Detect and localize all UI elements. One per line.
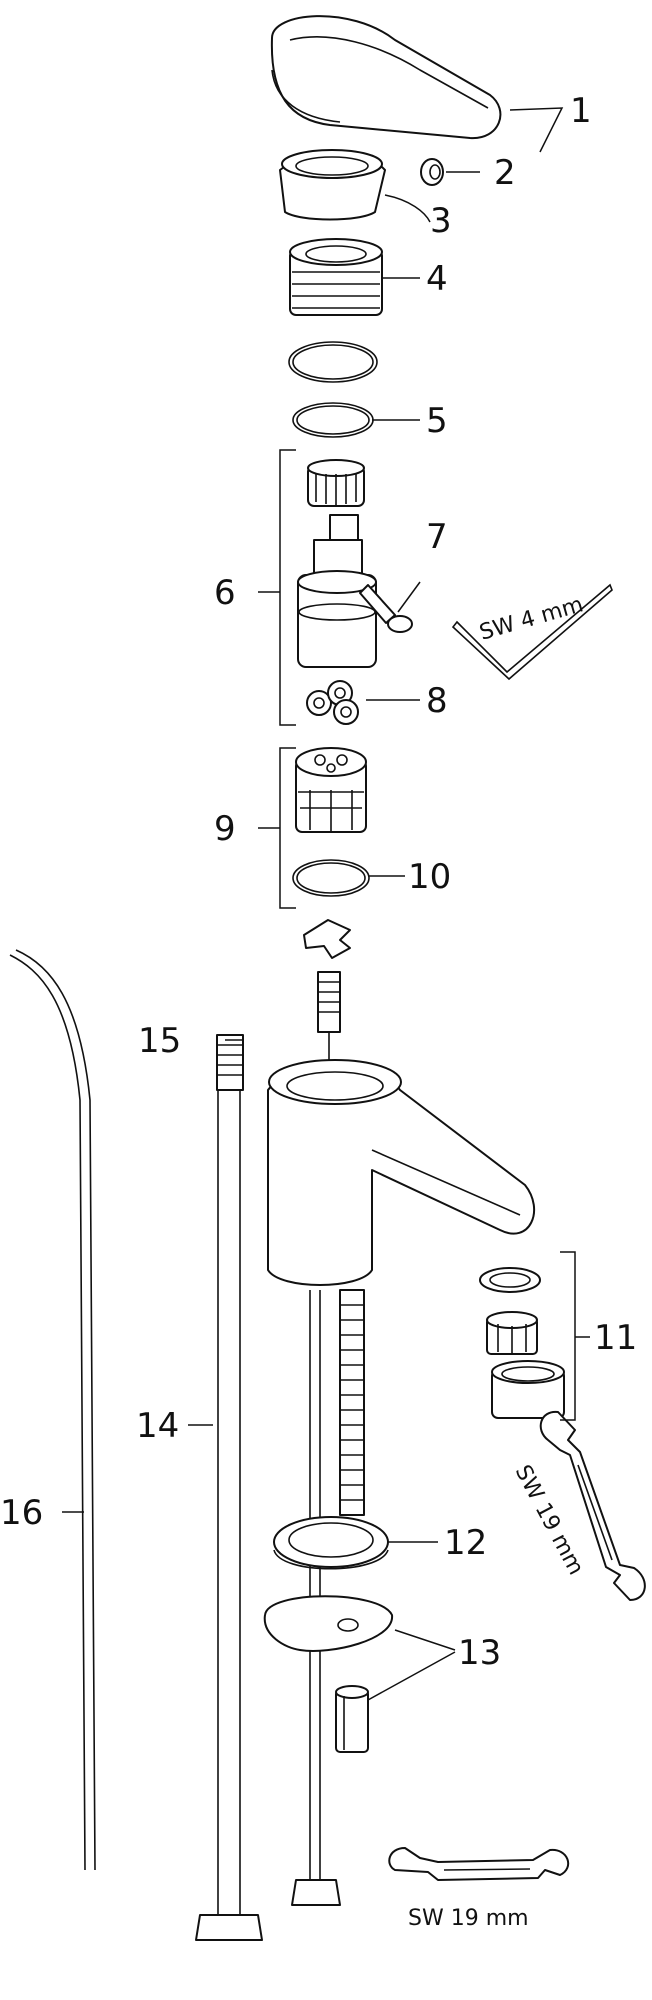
bottom-wrench-tool xyxy=(388,1847,570,1881)
callout-9: 9 xyxy=(214,809,236,849)
callout-15: 15 xyxy=(138,1021,181,1061)
callout-11: 11 xyxy=(594,1318,637,1358)
bottom-wrench-label: SW 19 mm xyxy=(408,1906,529,1931)
threaded-stud xyxy=(317,971,341,1080)
callout-10: 10 xyxy=(408,857,451,897)
tap-body xyxy=(267,1059,535,1286)
callout-7: 7 xyxy=(426,517,448,557)
aerator-wrench-label: SW 19 mm xyxy=(510,1461,589,1579)
threaded-nut xyxy=(289,238,383,316)
callout-12: 12 xyxy=(444,1523,487,1563)
callout-1: 1 xyxy=(570,91,592,131)
o-ring-5 xyxy=(292,402,374,438)
callout-16: 16 xyxy=(0,1493,43,1533)
fixing-rod xyxy=(309,1289,365,1890)
triple-seal xyxy=(306,680,359,725)
aerator-set xyxy=(479,1267,565,1419)
callout-6: 6 xyxy=(214,573,236,613)
lever-handle xyxy=(270,15,502,140)
bracket-9 xyxy=(258,747,296,909)
callout-13: 13 xyxy=(458,1633,501,1673)
o-ring-10 xyxy=(292,859,370,897)
aerator-wrench-tool xyxy=(539,1410,646,1601)
cartridge-assembly xyxy=(297,459,377,668)
hex-key-tool xyxy=(451,583,613,681)
supply-pipe xyxy=(9,949,96,1871)
hex-key-label: SW 4 mm xyxy=(477,592,586,645)
fixing-nut xyxy=(335,1685,369,1753)
washer-12 xyxy=(273,1516,389,1570)
cartridge-pin xyxy=(359,584,413,633)
bracket-6 xyxy=(258,449,296,726)
callout-14: 14 xyxy=(136,1406,179,1446)
grub-screw xyxy=(420,158,444,186)
horseshoe-plate xyxy=(263,1595,394,1652)
three-arm-clip xyxy=(303,919,351,959)
callout-4: 4 xyxy=(426,259,448,299)
callout-2: 2 xyxy=(494,153,516,193)
callout-3: 3 xyxy=(430,201,452,241)
callout-8: 8 xyxy=(426,681,448,721)
flexible-hose xyxy=(195,1034,341,1941)
callout-5: 5 xyxy=(426,401,448,441)
valve-insert xyxy=(295,747,367,833)
cover-cap xyxy=(279,149,386,221)
bracket-11 xyxy=(560,1251,590,1421)
leader-lines xyxy=(62,107,564,1701)
callout-labels: 1 2 3 4 5 6 7 8 9 10 11 12 13 14 15 16 xyxy=(0,91,637,1673)
o-ring-upper xyxy=(288,341,378,383)
